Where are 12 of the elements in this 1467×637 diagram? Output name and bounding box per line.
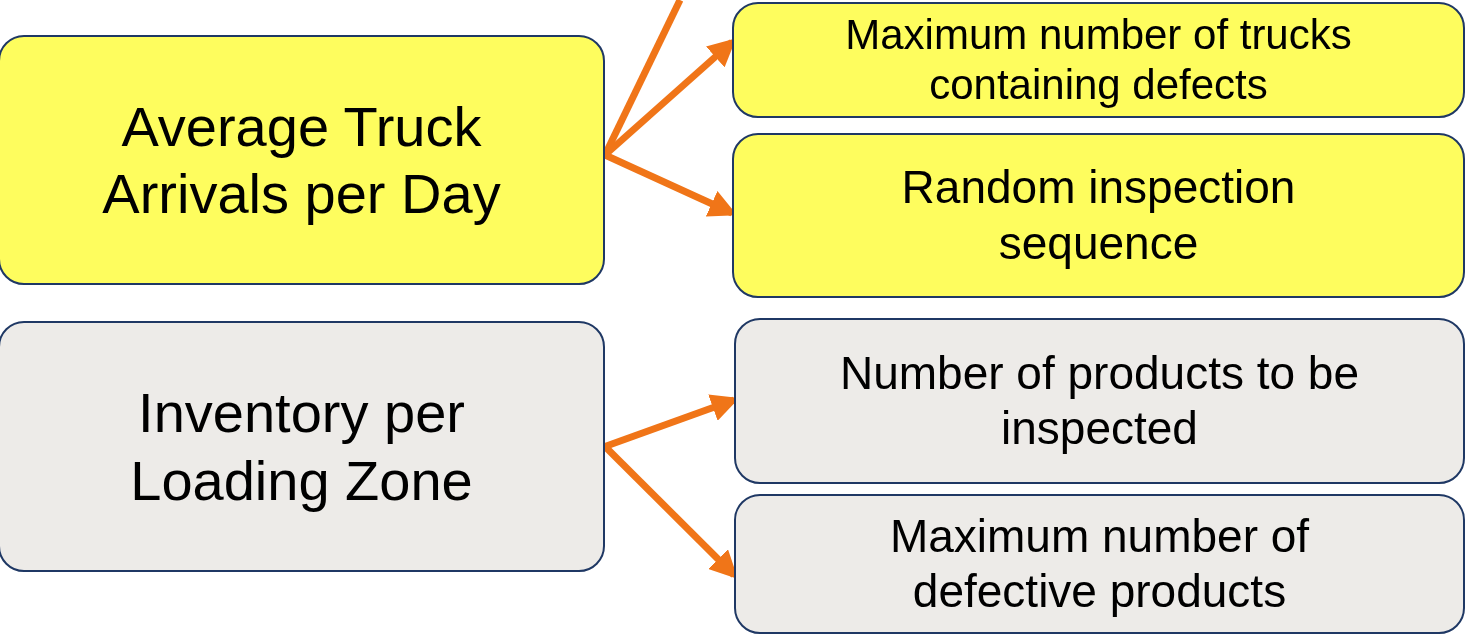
box-label: Maximum number of trucks containing defects bbox=[844, 9, 1353, 110]
box-label: Random inspection sequence bbox=[900, 160, 1297, 271]
rounded-box bbox=[734, 494, 1465, 634]
rounded-box bbox=[734, 318, 1465, 484]
rounded-box bbox=[0, 35, 605, 285]
box-label: Maximum number of defective products bbox=[888, 508, 1311, 619]
box-label: Number of products to be inspected bbox=[838, 345, 1361, 456]
box-label: Inventory per Loading Zone bbox=[129, 380, 474, 514]
rounded-box bbox=[0, 321, 605, 572]
rounded-box bbox=[732, 133, 1465, 298]
box-label: Average Truck Arrivals per Day bbox=[101, 93, 502, 227]
rounded-box bbox=[732, 2, 1465, 118]
